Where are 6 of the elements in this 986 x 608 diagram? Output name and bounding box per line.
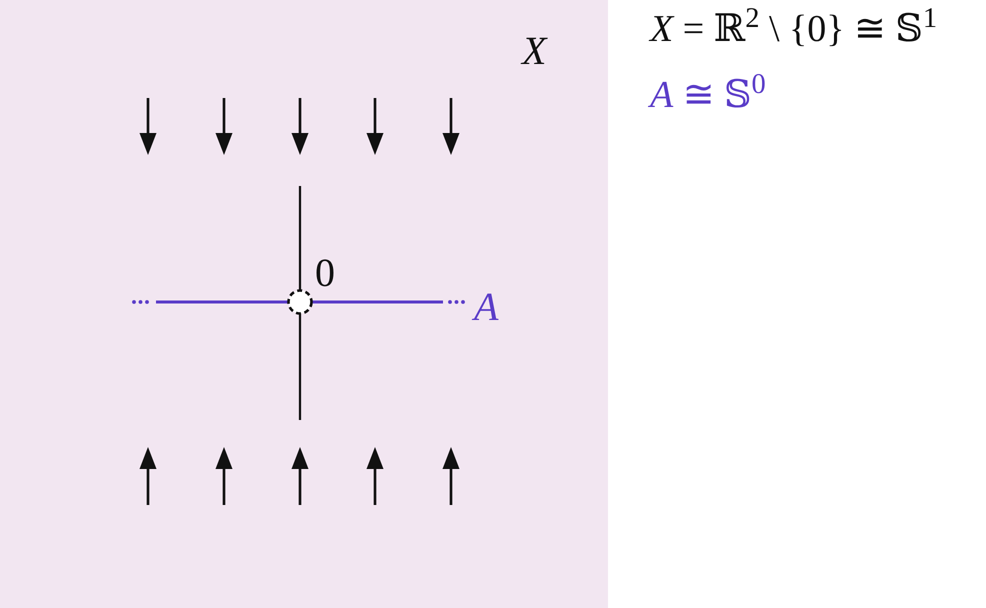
space-region bbox=[0, 0, 608, 608]
origin-label: 0 bbox=[315, 253, 335, 293]
space-label: X bbox=[522, 31, 546, 71]
subspace-label: A bbox=[474, 287, 498, 327]
formula-text: A ≅ 𝕊$^{0}$ bbox=[650, 76, 766, 114]
formula-text: X = ℝ$^{2}$ \ {0} ≅ 𝕊$^{1}$ bbox=[650, 10, 938, 48]
